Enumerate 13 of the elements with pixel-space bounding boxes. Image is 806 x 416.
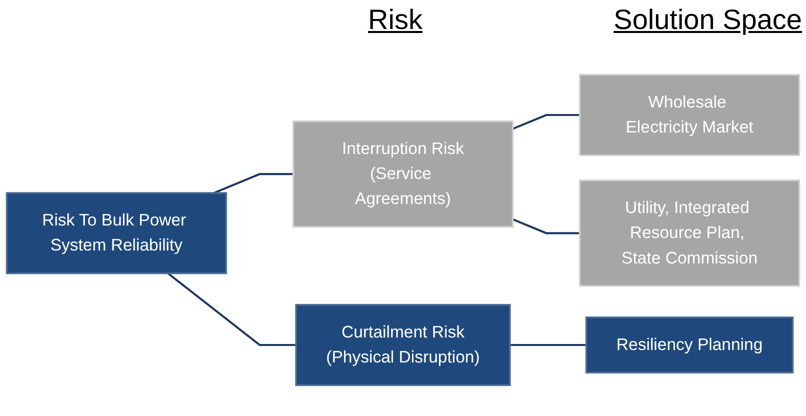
connector [512, 114, 580, 130]
connector [214, 173, 294, 194]
node-box: Resiliency Planning [585, 316, 794, 374]
connector [512, 218, 580, 234]
column-heading: Risk [368, 4, 422, 36]
node-box: Wholesale Electricity Market [578, 74, 800, 156]
node-box: Curtailment Risk (Physical Disruption) [295, 304, 511, 386]
connector [167, 272, 296, 346]
connector [510, 344, 586, 346]
node-box: Interruption Risk (Service Agreements) [292, 120, 514, 228]
node-box: Utility, Integrated Resource Plan, State Commission [578, 180, 800, 287]
node-box: Risk To Bulk Power System Reliability [6, 192, 228, 274]
column-heading: Solution Space [614, 4, 802, 36]
